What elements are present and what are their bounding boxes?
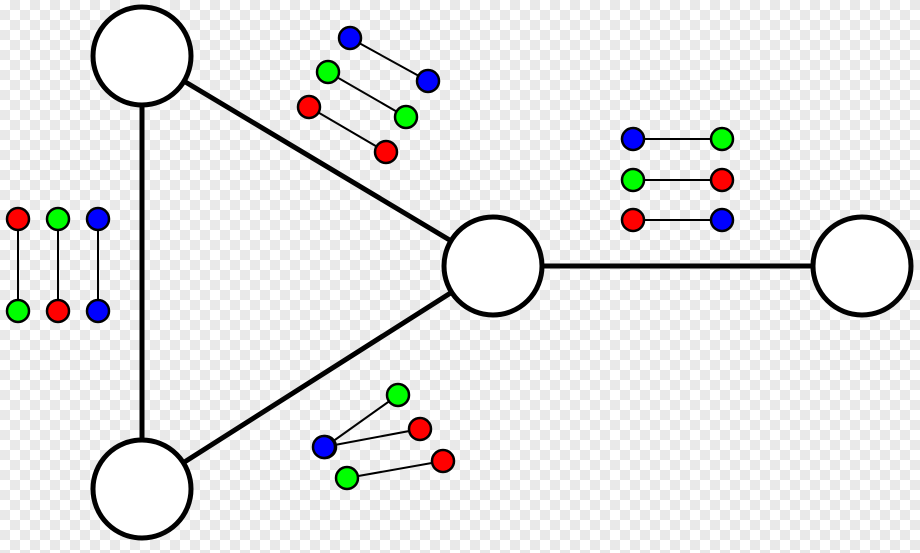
pair-connector: [324, 394, 399, 448]
pair-connector: [323, 428, 421, 448]
pair-dot-red: [45, 298, 71, 324]
pair-connector: [349, 37, 429, 82]
pair-dot-blue: [85, 298, 111, 324]
pair-dot-green: [334, 465, 360, 491]
pair-dot-blue: [709, 207, 735, 233]
pair-dot-green: [620, 167, 646, 193]
pair-dot-red: [620, 207, 646, 233]
pair-top-left-hub-0: [337, 25, 441, 94]
pair-bottom-left-hub-1: [311, 416, 433, 460]
node-hub: [441, 214, 545, 318]
pair-top-left-bottom-left-0: [5, 206, 31, 324]
pair-dot-blue: [311, 434, 337, 460]
pair-dot-blue: [415, 68, 441, 94]
pair-dot-red: [407, 416, 433, 442]
pair-top-left-bottom-left-1: [45, 206, 71, 324]
pair-top-left-hub-2: [296, 94, 399, 165]
pair-dot-green: [709, 126, 735, 152]
pair-bottom-left-hub-2: [334, 448, 456, 491]
node-top-left: [90, 4, 194, 108]
pair-hub-right-0: [620, 126, 735, 152]
pair-dot-blue: [85, 206, 111, 232]
pairs-layer: [5, 25, 735, 491]
node-bottom-left: [90, 437, 194, 541]
pair-dot-green: [315, 59, 341, 85]
pair-connector: [327, 71, 407, 118]
pair-dot-red: [430, 448, 456, 474]
pair-top-left-bottom-left-2: [85, 206, 111, 324]
pair-dot-blue: [620, 126, 646, 152]
pair-dot-green: [385, 382, 411, 408]
pair-hub-right-1: [620, 167, 735, 193]
pair-dot-green: [393, 104, 419, 130]
edge-top-left-to-hub: [139, 53, 496, 269]
pair-dot-red: [5, 206, 31, 232]
pair-top-left-hub-1: [315, 59, 419, 130]
nodes-layer: [90, 4, 914, 541]
node-right: [810, 214, 914, 318]
pair-dot-red: [296, 94, 322, 120]
pair-hub-right-2: [620, 207, 735, 233]
pair-dot-green: [45, 206, 71, 232]
pair-connector: [308, 106, 387, 153]
pair-dot-red: [709, 167, 735, 193]
edges-layer: [139, 53, 865, 492]
pair-dot-green: [5, 298, 31, 324]
edge-bottom-left-to-hub: [139, 263, 496, 492]
pair-dot-blue: [337, 25, 363, 51]
pair-dot-red: [373, 139, 399, 165]
pair-connector: [346, 460, 444, 479]
